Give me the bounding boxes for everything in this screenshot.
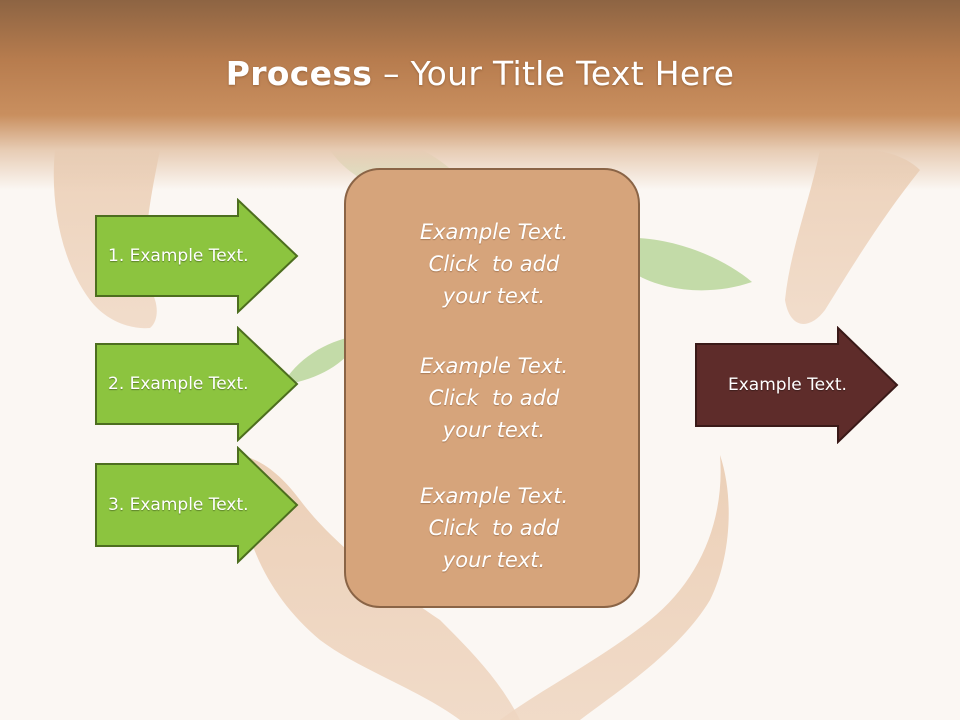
process-text-block-3[interactable]: Example Text. Click to add your text. (346, 480, 642, 576)
input-arrow-1[interactable]: 1. Example Text. (94, 198, 300, 314)
arrow-shape (695, 326, 899, 444)
input-arrow-3[interactable]: 3. Example Text. (94, 446, 300, 564)
header-band (0, 0, 960, 190)
title-bold: Process (225, 54, 373, 93)
process-box[interactable]: Example Text. Click to add your text. Ex… (344, 168, 640, 608)
slide-title[interactable]: Process – Your Title Text Here (0, 54, 960, 93)
input-arrow-2[interactable]: 2. Example Text. (94, 326, 300, 442)
block-line: Example Text. (419, 354, 569, 378)
input-arrow-label: 3. Example Text. (108, 495, 249, 515)
block-line: Click to add (428, 516, 560, 540)
arrow-shape (95, 446, 299, 564)
block-line: Example Text. (419, 484, 569, 508)
arrow-shape (95, 198, 299, 314)
block-line: your text. (442, 418, 546, 442)
block-line: Example Text. (419, 220, 569, 244)
process-text-block-2[interactable]: Example Text. Click to add your text. (346, 350, 642, 446)
process-text-block-1[interactable]: Example Text. Click to add your text. (346, 216, 642, 312)
arrow-shape (95, 326, 299, 442)
input-arrow-label: 1. Example Text. (108, 246, 249, 266)
output-arrow[interactable]: Example Text. (694, 326, 900, 444)
block-line: Click to add (428, 386, 560, 410)
title-rest: – Your Title Text Here (372, 54, 735, 93)
input-arrow-label: 2. Example Text. (108, 374, 249, 394)
block-line: your text. (442, 284, 546, 308)
block-line: Click to add (428, 252, 560, 276)
output-arrow-label: Example Text. (728, 375, 847, 395)
block-line: your text. (442, 548, 546, 572)
